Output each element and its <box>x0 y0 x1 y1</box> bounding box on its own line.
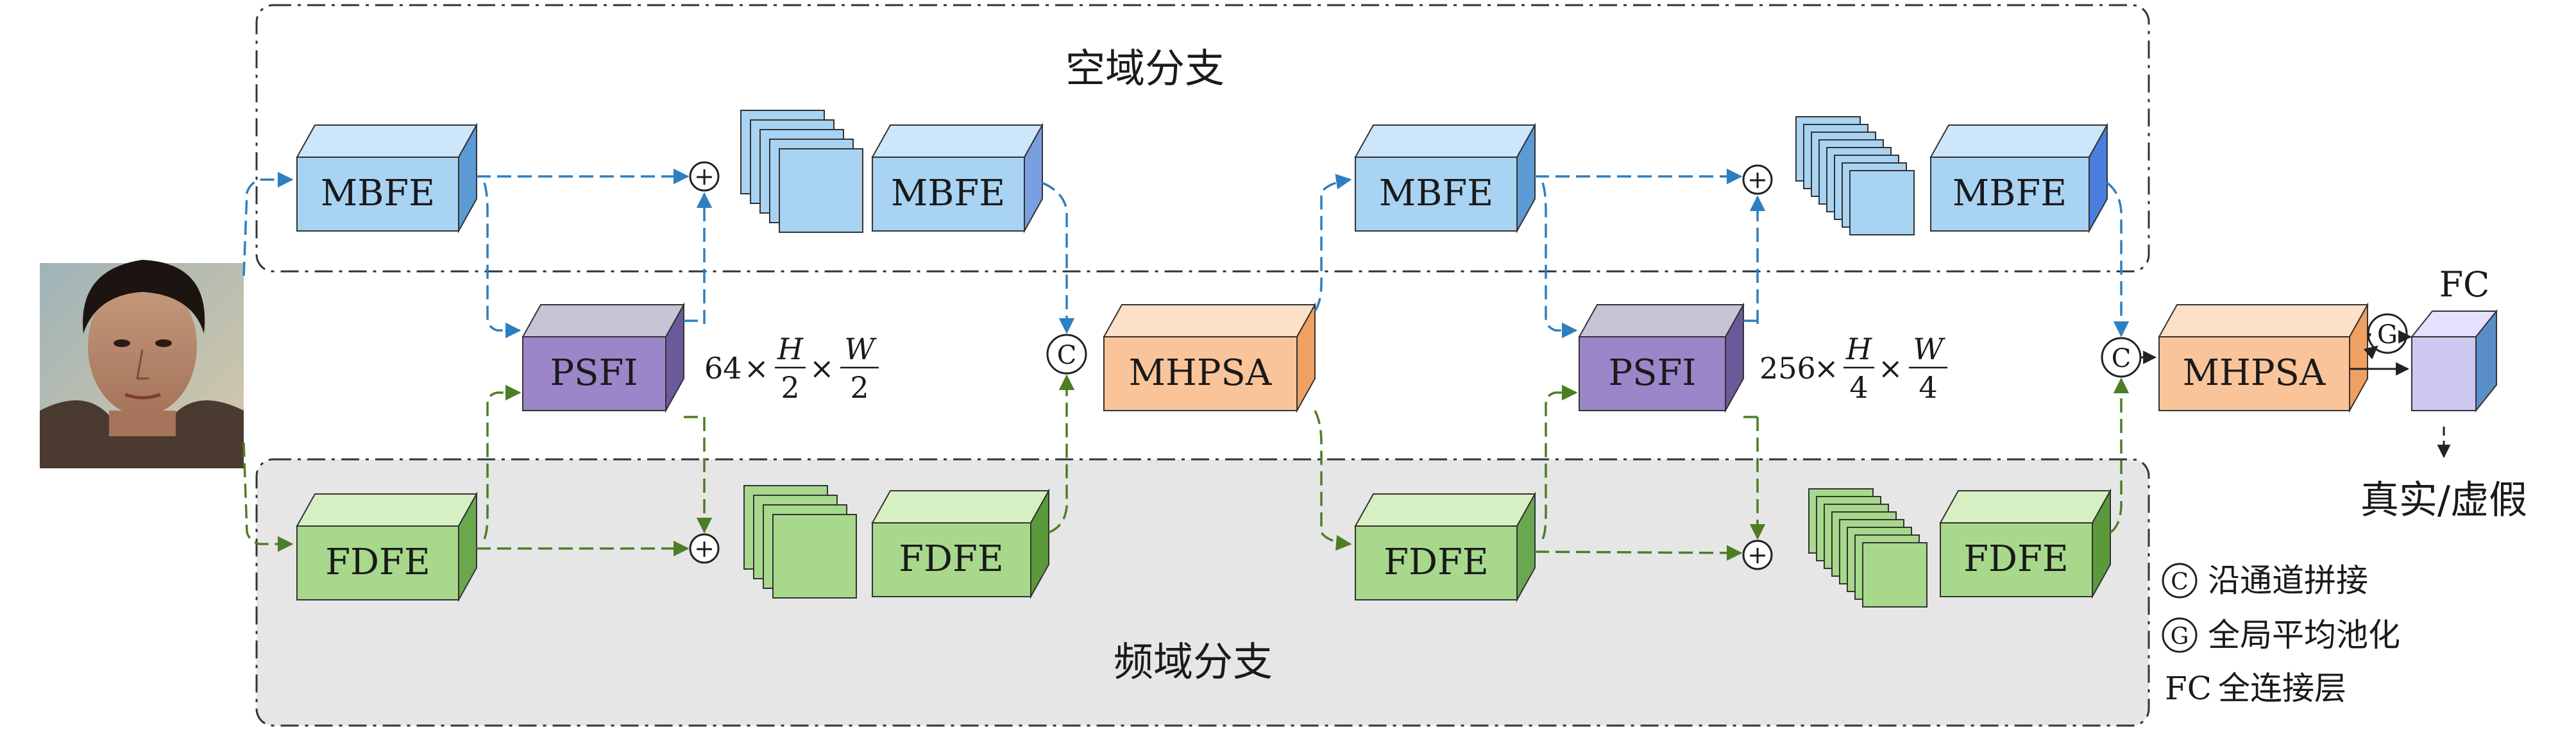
svg-text:FC: FC <box>2165 670 2212 707</box>
spatial-connectors <box>477 168 2130 339</box>
mbfe-label: MBFE <box>321 173 435 214</box>
svg-text:256: 256 <box>1759 351 1816 386</box>
mbfe-block-4: MBFE <box>1929 123 2108 234</box>
psfi-label: PSFI <box>1608 352 1696 394</box>
legend-gap: G 全局平均池化 <box>2162 617 2400 654</box>
fdfe-block-4: FDFE <box>1939 488 2112 599</box>
fdfe-label: FDFE <box>899 538 1004 580</box>
legend: C 沿通道拼接 G 全局平均池化 FC 全连接层 <box>2162 562 2400 707</box>
head-connectors <box>2140 330 2451 459</box>
fdfe-label: FDFE <box>1963 538 2069 580</box>
svg-text:G: G <box>2171 624 2189 650</box>
mbfe-label: MBFE <box>1379 173 1493 214</box>
spatial-feature-stack-1 <box>740 110 863 233</box>
add-operator-spatial-2: + <box>1742 164 1773 195</box>
spatial-branch-region <box>255 4 2150 273</box>
fdfe-block-3: FDFE <box>1354 491 1536 602</box>
concat-operator-2: C <box>2101 337 2142 378</box>
psfi-label: PSFI <box>550 352 638 394</box>
dim-label-256: 256 × H 4 × W 4 <box>1759 332 1947 405</box>
svg-text:H: H <box>777 332 804 366</box>
frequency-branch-label: 频域分支 <box>1114 638 1273 685</box>
output-label: 真实/虚假 <box>2360 478 2527 523</box>
frequency-feature-stack-2 <box>1808 488 1928 608</box>
svg-text:×: × <box>809 351 835 386</box>
svg-text:全局平均池化: 全局平均池化 <box>2208 617 2400 654</box>
svg-text:+: + <box>694 162 715 191</box>
fdfe-block-1: FDFE <box>296 491 478 602</box>
mhpsa-block-2: MHPSA <box>2158 302 2369 413</box>
svg-text:+: + <box>1747 166 1768 194</box>
fc-block: FC <box>2410 264 2498 413</box>
legend-fc: FC 全连接层 <box>2165 670 2346 707</box>
fdfe-block-2: FDFE <box>871 488 1050 599</box>
svg-text:2: 2 <box>781 370 799 405</box>
svg-text:4: 4 <box>1849 370 1868 405</box>
input-to-frequency-arrow <box>242 442 294 552</box>
svg-text:G: G <box>2377 320 2398 350</box>
svg-text:W: W <box>1913 332 1945 366</box>
svg-text:C: C <box>2112 344 2131 373</box>
add-operator-frequency-1: + <box>689 533 720 564</box>
svg-text:×: × <box>1878 351 1903 386</box>
spatial-feature-stack-2 <box>1795 116 1915 235</box>
mhpsa-block-1: MHPSA <box>1103 302 1316 413</box>
mbfe-block-3: MBFE <box>1354 123 1536 234</box>
fc-label: FC <box>2439 264 2490 305</box>
add-operator-frequency-2: + <box>1742 540 1773 570</box>
svg-text:H: H <box>1845 332 1872 366</box>
svg-text:C: C <box>1057 341 1077 370</box>
svg-text:W: W <box>844 332 877 366</box>
svg-text:2: 2 <box>850 370 869 405</box>
input-to-spatial-arrow <box>242 171 294 277</box>
svg-text:沿通道拼接: 沿通道拼接 <box>2208 562 2368 599</box>
mhpsa-label: MHPSA <box>1129 352 1272 394</box>
frequency-connectors <box>477 374 2130 561</box>
svg-text:+: + <box>694 534 715 563</box>
gap-operator: G <box>2367 313 2408 354</box>
mbfe-block-2: MBFE <box>871 123 1044 234</box>
concat-operator-1: C <box>1046 334 1087 375</box>
mbfe-label: MBFE <box>1953 173 2067 214</box>
svg-text:全连接层: 全连接层 <box>2218 670 2346 707</box>
fdfe-label: FDFE <box>1384 541 1489 583</box>
legend-concat: C 沿通道拼接 <box>2162 562 2368 599</box>
mbfe-label: MBFE <box>891 173 1005 214</box>
psfi-block-1: PSFI <box>521 302 685 413</box>
svg-text:×: × <box>1814 351 1839 386</box>
dim-label-64: 64 × H 2 × W 2 <box>704 332 879 405</box>
spatial-branch-label: 空域分支 <box>1065 45 1224 92</box>
frequency-branch-region <box>255 458 2150 727</box>
fdfe-label: FDFE <box>325 541 430 583</box>
svg-text:64: 64 <box>704 351 742 386</box>
input-face-image <box>40 260 244 468</box>
mhpsa-label: MHPSA <box>2183 352 2326 394</box>
svg-text:C: C <box>2171 569 2189 595</box>
svg-text:+: + <box>1747 541 1768 569</box>
svg-text:4: 4 <box>1919 370 1937 405</box>
psfi-block-2: PSFI <box>1578 302 1745 413</box>
add-operator-spatial-1: + <box>689 161 720 192</box>
frequency-feature-stack-1 <box>743 485 857 599</box>
svg-text:×: × <box>744 351 769 386</box>
mbfe-block-1: MBFE <box>296 123 478 234</box>
